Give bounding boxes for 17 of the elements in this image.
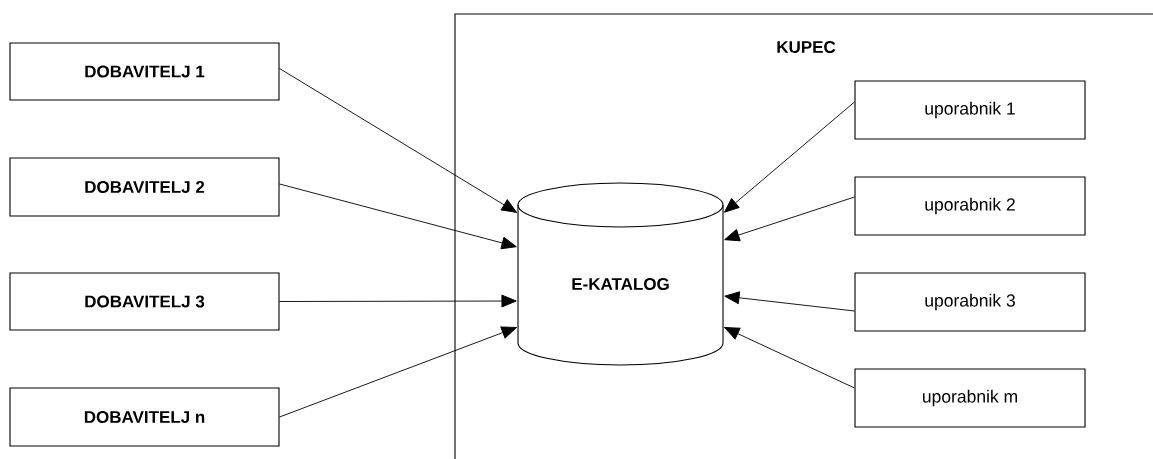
supplier-box: DOBAVITELJ 3	[9, 272, 280, 331]
arrow	[724, 101, 855, 213]
arrow	[724, 196, 855, 242]
arrow	[279, 294, 517, 308]
supplier-box: DOBAVITELJ 1	[9, 42, 280, 101]
user-box: uporabnik 3	[854, 272, 1086, 332]
supplier-box: DOBAVITELJ 2	[9, 157, 280, 217]
user-box: uporabnik 2	[854, 176, 1086, 236]
arrow	[724, 327, 855, 389]
arrow	[724, 291, 855, 312]
arrow	[279, 183, 517, 250]
supplier-box: DOBAVITELJ n	[9, 387, 280, 447]
arrow	[279, 68, 517, 213]
user-box: uporabnik m	[854, 368, 1086, 428]
arrow	[279, 326, 517, 418]
catalog-cylinder: E-KATALOG	[517, 182, 724, 366]
user-box: uporabnik 1	[854, 80, 1086, 140]
